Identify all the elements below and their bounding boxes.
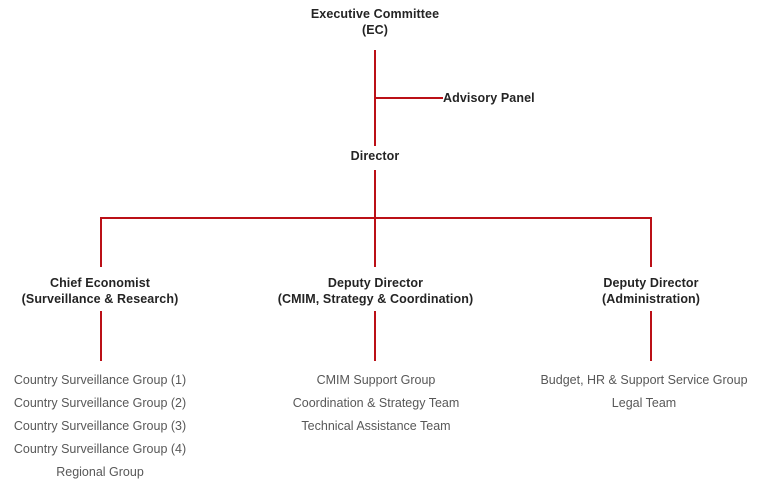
connector-bus-to-chief-economist: [100, 217, 102, 267]
node-executive-committee-line2: (EC): [361, 23, 389, 37]
list-item: Regional Group: [56, 465, 144, 479]
list-item: Country Surveillance Group (3): [13, 419, 187, 433]
group-list-deputy-director-admin: Budget, HR & Support Service Group Legal…: [520, 369, 768, 415]
node-deputy-director-admin-line2: (Administration): [601, 292, 701, 306]
connector-director-to-bus: [374, 170, 376, 242]
node-deputy-director-admin: Deputy Director (Administration): [555, 275, 747, 307]
list-item: CMIM Support Group: [316, 373, 436, 387]
connector-bus-to-deputy-director-cmim: [374, 217, 376, 267]
group-list-deputy-director-cmim: CMIM Support Group Coordination & Strate…: [266, 369, 486, 438]
node-chief-economist-line1: Chief Economist: [49, 276, 151, 290]
node-advisory-panel: Advisory Panel: [443, 90, 623, 106]
list-item: Budget, HR & Support Service Group: [540, 373, 748, 387]
list-item: Country Surveillance Group (4): [13, 442, 187, 456]
node-deputy-director-cmim: Deputy Director (CMIM, Strategy & Coordi…: [258, 275, 493, 307]
connector-chief-economist-to-groups: [100, 311, 102, 361]
list-item: Country Surveillance Group (2): [13, 396, 187, 410]
connector-deputy-director-admin-to-groups: [650, 311, 652, 361]
node-deputy-director-cmim-line1: Deputy Director: [327, 276, 424, 290]
node-director: Director: [315, 148, 435, 164]
connector-director-trunk-to-advisory-panel: [374, 97, 443, 99]
node-deputy-director-admin-line1: Deputy Director: [603, 276, 699, 290]
node-director-label: Director: [350, 149, 400, 163]
group-list-chief-economist: Country Surveillance Group (1) Country S…: [0, 369, 200, 484]
list-item: Technical Assistance Team: [301, 419, 451, 433]
node-chief-economist: Chief Economist (Surveillance & Research…: [0, 275, 200, 307]
list-item: Country Surveillance Group (1): [13, 373, 187, 387]
node-advisory-panel-label: Advisory Panel: [443, 91, 535, 105]
connector-deputy-director-cmim-to-groups: [374, 311, 376, 361]
connector-bus-to-deputy-director-admin: [650, 217, 652, 267]
node-chief-economist-line2: (Surveillance & Research): [21, 292, 179, 306]
node-executive-committee-line1: Executive Committee: [310, 7, 440, 21]
node-executive-committee: Executive Committee (EC): [255, 6, 495, 38]
connector-horizontal-bus: [100, 217, 652, 219]
node-deputy-director-cmim-line2: (CMIM, Strategy & Coordination): [277, 292, 474, 306]
list-item: Legal Team: [611, 396, 677, 410]
list-item: Coordination & Strategy Team: [292, 396, 460, 410]
